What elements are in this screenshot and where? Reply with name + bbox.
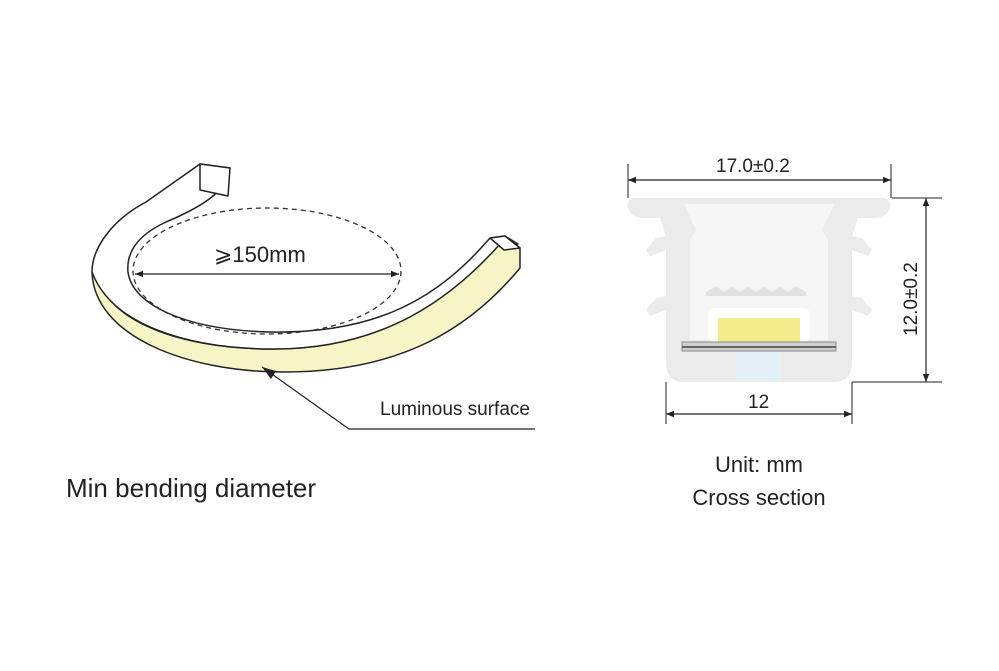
- diameter-label: ⩾150mm: [214, 242, 306, 267]
- bottom-label: 12: [748, 392, 769, 413]
- diffuser-teeth: [706, 286, 806, 296]
- strip-end-right: [489, 235, 521, 251]
- width-label: 17.0±0.2: [716, 156, 790, 177]
- profile-cavity: [684, 204, 834, 340]
- unit-label: Unit: mm: [715, 452, 803, 477]
- cross-section-illustration: 17.0±0.2 12.0±0.2 12 Unit: mm Cross sect…: [627, 156, 942, 510]
- luminous-leader: [261, 366, 535, 430]
- height-label: 12.0±0.2: [901, 262, 922, 336]
- luminous-face: [91, 239, 521, 373]
- led-window: [736, 352, 782, 382]
- luminous-label: Luminous surface: [380, 399, 530, 420]
- luminous-leader-arrow: [262, 367, 276, 379]
- led-chip: [718, 318, 800, 342]
- bending-caption: Min bending diameter: [66, 473, 316, 503]
- cross-section-caption: Cross section: [692, 485, 825, 510]
- bending-circle: [132, 207, 402, 335]
- strip-end-left: [199, 163, 231, 197]
- bending-illustration: ⩾150mm Luminous surface Min bending diam…: [66, 163, 535, 503]
